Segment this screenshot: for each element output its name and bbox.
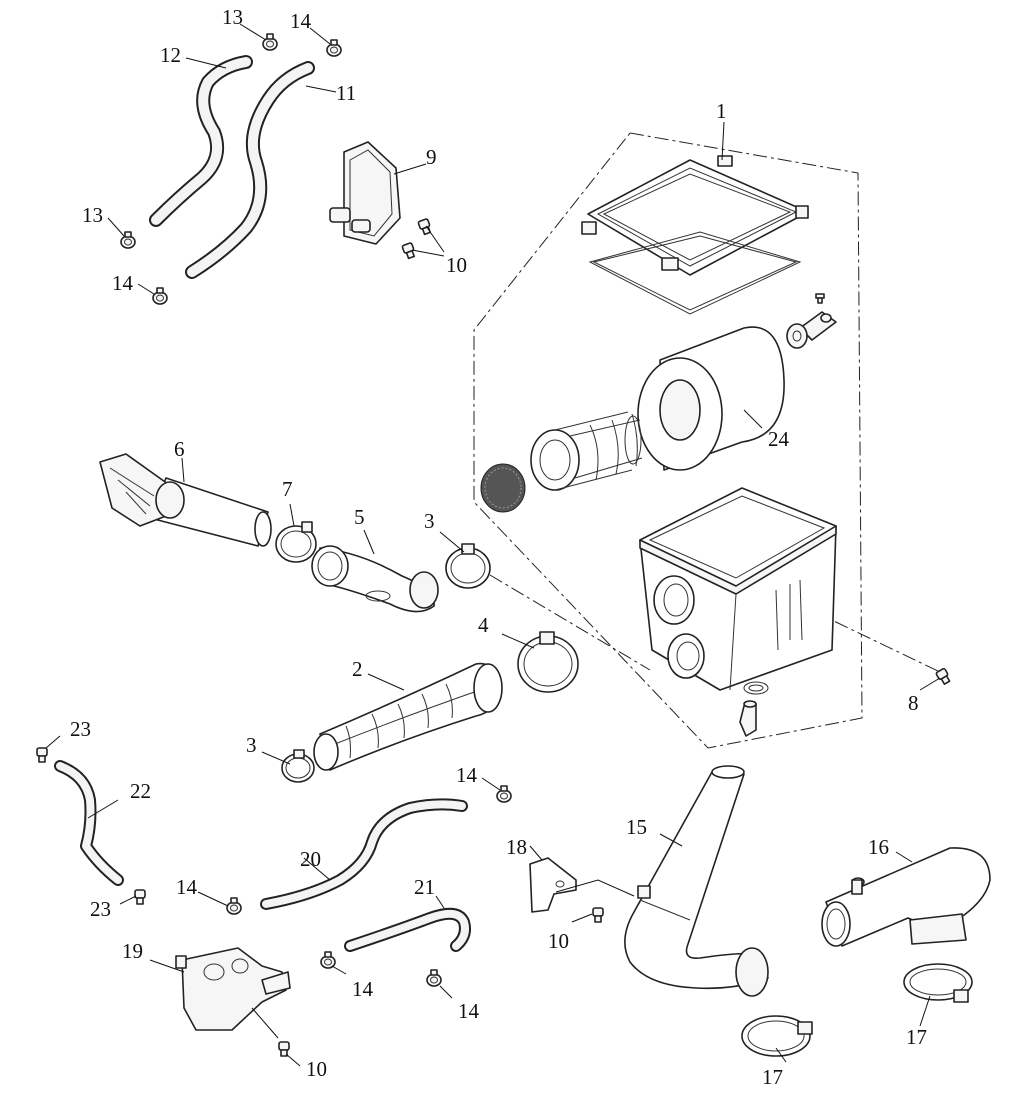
callout-21: 21 xyxy=(414,875,435,899)
breather-screw xyxy=(815,293,825,304)
hose-11 xyxy=(185,61,315,279)
intake-duct-16 xyxy=(821,847,991,947)
cover-gasket xyxy=(588,231,802,315)
callout-14: 14 xyxy=(176,875,198,899)
drain-clip xyxy=(743,681,769,695)
callout-4: 4 xyxy=(478,613,489,637)
bolt-10-bracket xyxy=(592,907,604,923)
hose-21 xyxy=(344,907,471,952)
callout-10: 10 xyxy=(306,1057,327,1081)
thermostat-housing-19 xyxy=(175,947,291,1031)
callout-13: 13 xyxy=(222,5,243,29)
callout-24: 24 xyxy=(768,427,790,451)
duct-leader-dashed xyxy=(489,574,651,671)
callout-13: 13 xyxy=(82,203,103,227)
callout-20: 20 xyxy=(300,847,321,871)
airbox-cover xyxy=(581,155,809,276)
callout-14: 14 xyxy=(458,999,480,1023)
callout-6: 6 xyxy=(174,437,185,461)
leader-lines xyxy=(45,23,941,1067)
intake-tube-15 xyxy=(624,765,769,997)
intake-duct-5 xyxy=(311,545,439,613)
callout-14: 14 xyxy=(112,271,134,295)
callout-17: 17 xyxy=(762,1065,783,1089)
fitting-23-bottom xyxy=(134,889,146,905)
bolt-10-lower-left xyxy=(278,1041,290,1057)
callout-labels: 1 2 3 3 4 5 6 7 8 9 10 10 10 11 12 13 13… xyxy=(70,5,927,1089)
breather-valve xyxy=(786,311,837,349)
hose-clamp-7 xyxy=(275,521,317,563)
callout-1: 1 xyxy=(716,99,727,123)
callout-18: 18 xyxy=(506,835,527,859)
intake-snorkel-tube xyxy=(99,453,272,547)
hose-clamp-14-mid xyxy=(496,785,512,803)
hose-clamp-14-lower-b xyxy=(426,969,442,987)
callout-14: 14 xyxy=(352,977,374,1001)
bracket-18 xyxy=(529,857,577,913)
callout-22: 22 xyxy=(130,779,151,803)
callout-8: 8 xyxy=(908,691,919,715)
drain-plug xyxy=(739,700,757,737)
foam-filter-element xyxy=(637,326,785,471)
crankcase-breather-cover-9 xyxy=(329,141,401,245)
callout-9: 9 xyxy=(426,145,437,169)
mesh-screen xyxy=(480,463,526,513)
callout-10: 10 xyxy=(548,929,569,953)
hose-clamp-14-lower-a xyxy=(320,951,336,969)
hose-clamp-4 xyxy=(517,631,579,693)
hose-clamp-17-right xyxy=(903,963,973,1003)
filter-cage xyxy=(530,411,643,491)
callout-12: 12 xyxy=(160,43,181,67)
airbox-housing xyxy=(639,487,837,691)
intake-boot-2 xyxy=(313,662,503,771)
hose-clamp-13-top xyxy=(262,33,278,51)
hose-clamp-14-left xyxy=(152,287,168,305)
hose-clamp-3-lower xyxy=(281,749,315,783)
callout-16: 16 xyxy=(868,835,889,859)
hose-clamp-3-upper xyxy=(445,543,491,589)
callout-10: 10 xyxy=(446,253,467,277)
fitting-23-top xyxy=(36,747,48,763)
callout-14: 14 xyxy=(456,763,478,787)
airbox-group-outline xyxy=(473,132,863,749)
callout-19: 19 xyxy=(122,939,143,963)
callout-2: 2 xyxy=(352,657,363,681)
callout-17: 17 xyxy=(906,1025,927,1049)
hose-12 xyxy=(149,55,253,227)
callout-3: 3 xyxy=(424,509,435,533)
callout-23: 23 xyxy=(90,897,111,921)
hose-clamp-14-top xyxy=(326,39,342,57)
hose-20 xyxy=(260,798,468,910)
hose-clamp-17-lower xyxy=(741,1015,813,1057)
callout-11: 11 xyxy=(336,81,356,105)
hose-22 xyxy=(54,760,124,886)
callout-5: 5 xyxy=(354,505,365,529)
hose-clamp-14-lower-left xyxy=(226,897,242,915)
bracket-link-line xyxy=(555,879,635,897)
callout-23: 23 xyxy=(70,717,91,741)
callout-14: 14 xyxy=(290,9,312,33)
callout-7: 7 xyxy=(282,477,293,501)
callout-3: 3 xyxy=(246,733,257,757)
callout-15: 15 xyxy=(626,815,647,839)
